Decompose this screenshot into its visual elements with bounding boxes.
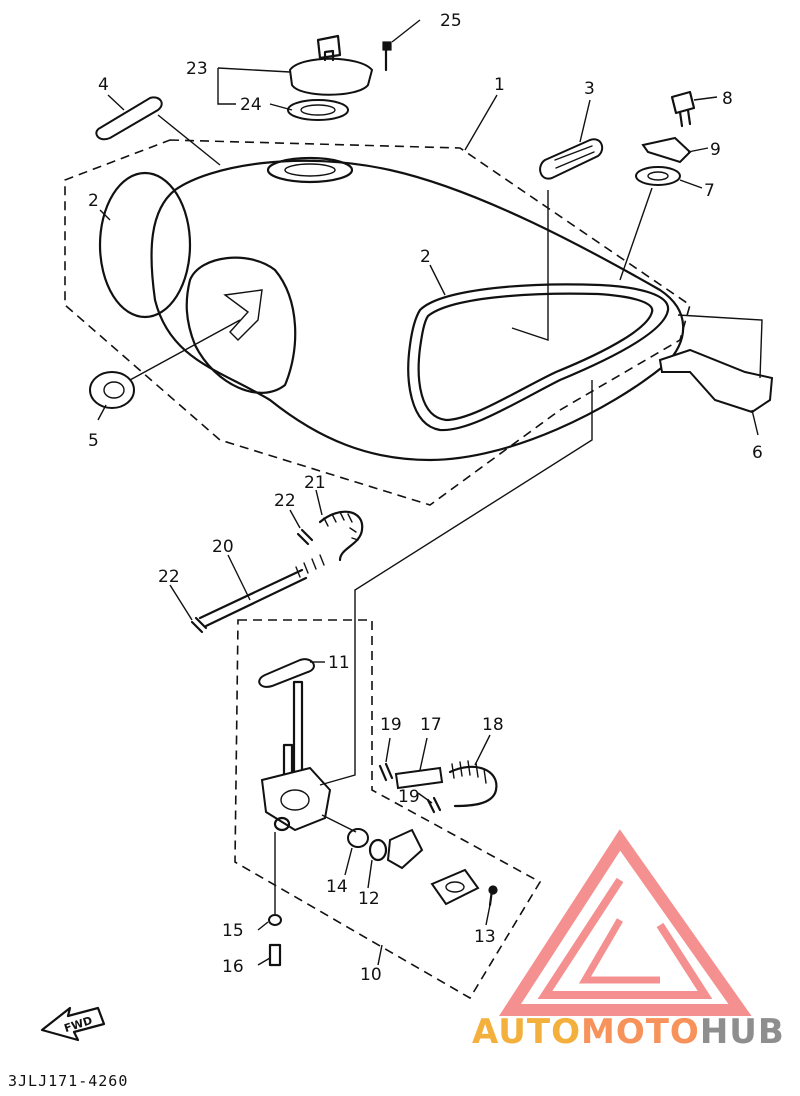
filler-neck — [266, 156, 354, 184]
emblem-inner — [417, 292, 654, 422]
plate — [430, 868, 480, 906]
watermark-logo-icon — [498, 829, 752, 1016]
callout-19-lower: 19 — [398, 787, 420, 807]
brand-moto: MOTO — [580, 1012, 700, 1052]
callout-7: 7 — [704, 181, 715, 201]
washer-15 — [268, 914, 282, 926]
callout-25: 25 — [440, 11, 462, 31]
callout-21: 21 — [304, 473, 326, 493]
fuel-hose-21 — [318, 510, 364, 562]
callout-10: 10 — [360, 965, 382, 985]
fuel-cock-body — [260, 680, 332, 832]
callout-8: 8 — [722, 89, 733, 109]
bracket-9 — [641, 136, 692, 164]
filler-neck-inner — [284, 163, 336, 177]
cap-gasket — [287, 99, 349, 121]
callout-22-upper: 22 — [274, 491, 296, 511]
callout-12: 12 — [358, 889, 380, 909]
cushion-5 — [89, 371, 135, 409]
bolt-8 — [670, 90, 696, 128]
clip-22-upper — [296, 528, 314, 546]
screw-13 — [488, 885, 498, 907]
o-ring-11 — [258, 658, 315, 688]
o-ring-12 — [368, 838, 388, 862]
callout-14: 14 — [326, 877, 348, 897]
watermark-brand: AUTOMOTOHUB — [472, 1012, 785, 1052]
tank-side-emblem-left — [98, 171, 192, 319]
fuel-cock-group-outline — [234, 619, 542, 1000]
brand-auto: AUTO — [472, 1012, 581, 1052]
hose-17-pipe — [394, 766, 444, 790]
screw-16 — [268, 943, 282, 967]
callout-5: 5 — [88, 431, 99, 451]
fuel-tank — [98, 156, 685, 462]
tank-side-emblem-right — [407, 283, 670, 432]
callout-6: 6 — [752, 443, 763, 463]
clip-22-lower — [190, 616, 208, 634]
recess-detail — [223, 289, 263, 341]
callout-20: 20 — [212, 537, 234, 557]
bracket-6 — [658, 348, 774, 414]
callout-4: 4 — [98, 75, 109, 95]
emblem-3 — [539, 138, 604, 180]
callout-22-lower: 22 — [158, 567, 180, 587]
fwd-arrow-icon: FWD — [40, 1006, 106, 1042]
callout-2-right: 2 — [420, 247, 431, 267]
fuel-pipe-20 — [198, 554, 325, 628]
part-code: 3JLJ171-4260 — [8, 1072, 129, 1090]
clips-19 — [378, 762, 442, 814]
callout-9: 9 — [710, 140, 721, 160]
callout-19-upper: 19 — [380, 715, 402, 735]
lever-knob — [386, 828, 424, 870]
hose-18 — [448, 760, 498, 808]
callout-labels: 25 23 24 1 3 8 9 7 4 2 2 5 6 21 22 20 22… — [88, 11, 763, 985]
callout-2-left: 2 — [88, 191, 99, 211]
callout-17: 17 — [420, 715, 442, 735]
callout-16: 16 — [222, 957, 244, 977]
callout-3: 3 — [584, 79, 595, 99]
callout-24: 24 — [240, 95, 262, 115]
brand-hub: HUB — [699, 1012, 785, 1052]
washer-7 — [635, 166, 681, 186]
tank-left-recess — [185, 256, 297, 394]
callout-11: 11 — [328, 653, 350, 673]
fuel-cap — [288, 34, 374, 96]
callout-23: 23 — [186, 59, 208, 79]
upper-group-outline — [64, 139, 691, 506]
screw-25 — [382, 41, 392, 72]
plate-4 — [95, 96, 163, 141]
callout-13: 13 — [474, 927, 496, 947]
leader-lines — [97, 19, 763, 966]
callout-15: 15 — [222, 921, 244, 941]
callout-1: 1 — [494, 75, 505, 95]
tank-outline — [150, 159, 685, 462]
callout-18: 18 — [482, 715, 504, 735]
gasket-14 — [347, 828, 369, 848]
